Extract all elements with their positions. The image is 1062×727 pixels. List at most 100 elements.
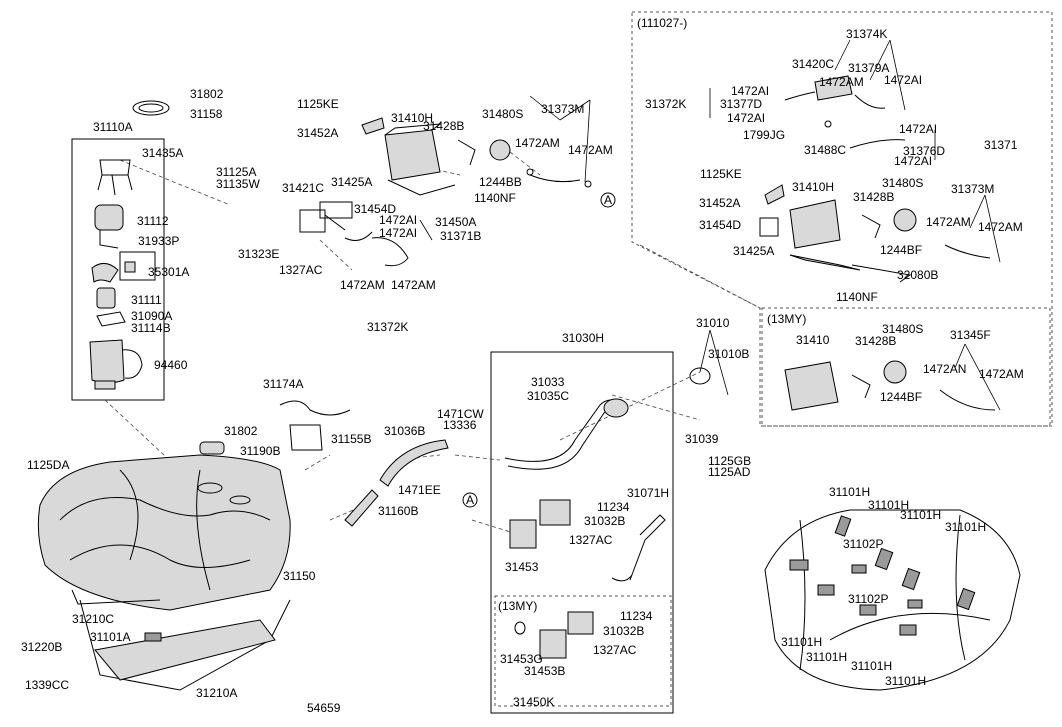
- part-label: 31802: [224, 424, 258, 438]
- part-label: 31150: [283, 569, 316, 583]
- part-label: 1472AI: [894, 154, 932, 168]
- part-label: 31111: [131, 293, 162, 307]
- part-label: 31373M: [541, 102, 584, 116]
- part-label: 1472AI: [727, 111, 765, 125]
- part-label: 1799JG: [743, 128, 785, 142]
- ref-marker-circle-1: [600, 192, 616, 208]
- part-label: 31101H: [945, 520, 986, 534]
- part-label: 1125GB: [708, 454, 751, 468]
- tank-strap-a: [79, 599, 291, 691]
- part-label: 31090A: [131, 309, 172, 323]
- part-label: 1472AM: [978, 220, 1023, 234]
- part-label: 31101H: [781, 635, 822, 649]
- fuel-filter: [94, 204, 124, 231]
- part-label: 35301A: [148, 265, 189, 279]
- part-label: 31373M: [951, 182, 994, 196]
- part-label: 31174A: [263, 377, 303, 391]
- part-label: 1140NF: [474, 191, 516, 205]
- part-label: 1471CW: [437, 407, 484, 421]
- part-label: 31032B: [584, 514, 625, 528]
- variant-label-13my-canister: (13MY): [767, 312, 806, 326]
- part-label: 31480S: [882, 322, 923, 336]
- variant-label-111027: (111027-): [637, 16, 687, 30]
- part-label: 31101H: [829, 485, 870, 499]
- part-label: 31039: [685, 432, 719, 446]
- part-label: 13336: [443, 418, 477, 432]
- part-label: 1472AM: [979, 367, 1024, 381]
- variant-111027-frame: [631, 11, 1053, 427]
- ref-marker-1: A: [604, 193, 612, 207]
- part-label: 31372K: [367, 320, 408, 334]
- part-label: 31376D: [903, 144, 945, 158]
- fuel-reservoir: [89, 339, 125, 384]
- part-label: 31453B: [524, 664, 565, 678]
- part-label: 11234: [620, 609, 653, 623]
- part-label: 31450A: [435, 215, 476, 229]
- part-label: 1327AC: [569, 533, 613, 547]
- part-label: 1471EE: [398, 483, 441, 497]
- canister-parts-upper: [299, 117, 592, 267]
- variant-label-13my-bracket: (13MY): [498, 599, 537, 613]
- part-label: 1327AC: [279, 263, 323, 277]
- part-label: 1327AC: [593, 643, 637, 657]
- part-label: 1244BF: [880, 243, 922, 257]
- part-label: 1125KE: [297, 97, 339, 111]
- part-label: 1244BB: [479, 175, 522, 189]
- fuel-sender-cover: [289, 424, 323, 451]
- part-label: 31323E: [238, 247, 279, 261]
- part-label: 31210C: [72, 612, 114, 626]
- part-label: 31454D: [354, 202, 396, 216]
- part-label: 31933P: [138, 234, 179, 248]
- part-label: 31112: [137, 214, 169, 228]
- part-label: 31035C: [527, 389, 569, 403]
- tank-strap-c: [71, 589, 161, 605]
- part-label: 31010B: [708, 347, 749, 361]
- gasket-ring: [132, 100, 170, 116]
- fuel-pump-parts: [89, 100, 170, 390]
- pressure-regulator: [124, 261, 136, 273]
- filler-neck-parts: [279, 367, 711, 659]
- part-label: 1472AI: [731, 84, 769, 98]
- part-label: 1125AD: [708, 465, 751, 479]
- part-label: 31190B: [240, 444, 280, 458]
- part-label: 1472AM: [340, 278, 385, 292]
- part-label: 1125KE: [700, 167, 742, 181]
- part-label: 1472AI: [884, 73, 922, 87]
- part-label: 31421C: [282, 181, 324, 195]
- part-label: 1472AM: [515, 136, 560, 150]
- part-label: 31453G: [500, 652, 543, 666]
- part-label: 31435A: [142, 146, 183, 160]
- variant-13my-canister-frame: [761, 307, 1051, 427]
- part-label: 31453: [505, 560, 539, 574]
- sender-box: [119, 251, 156, 281]
- part-label: 31101H: [885, 674, 926, 688]
- part-label: 31420C: [792, 57, 834, 71]
- part-label: 31102P: [843, 537, 883, 551]
- part-label: 94460: [154, 358, 188, 372]
- part-label: 31450K: [513, 695, 554, 709]
- variant-13my-sub-frame: [494, 595, 672, 707]
- part-label: 31345F: [950, 328, 991, 342]
- part-label: 31036B: [384, 424, 425, 438]
- part-label: 31428B: [855, 334, 896, 348]
- canister-parts-13my: [784, 360, 996, 411]
- pump-flange: [99, 159, 131, 176]
- fuel-tank-pads-view: [144, 509, 1021, 691]
- part-label: 32080B: [897, 268, 938, 282]
- part-label: 31410: [796, 333, 830, 347]
- part-label: 31220B: [21, 640, 62, 654]
- part-label: 1472AM: [819, 75, 864, 89]
- part-label: 31377D: [720, 97, 762, 111]
- part-label: 31428B: [423, 119, 464, 133]
- part-label: 31371: [984, 138, 1018, 152]
- part-label: 31160B: [378, 504, 418, 518]
- part-label: 31425A: [733, 244, 774, 258]
- part-label: 31030H: [562, 331, 604, 345]
- part-label: 31488C: [804, 143, 846, 157]
- part-label: 31428B: [853, 190, 894, 204]
- part-label: 31135W: [216, 177, 260, 191]
- part-label: 31452A: [699, 196, 740, 210]
- part-label: 31372K: [645, 97, 686, 111]
- part-label: 31155B: [331, 432, 371, 446]
